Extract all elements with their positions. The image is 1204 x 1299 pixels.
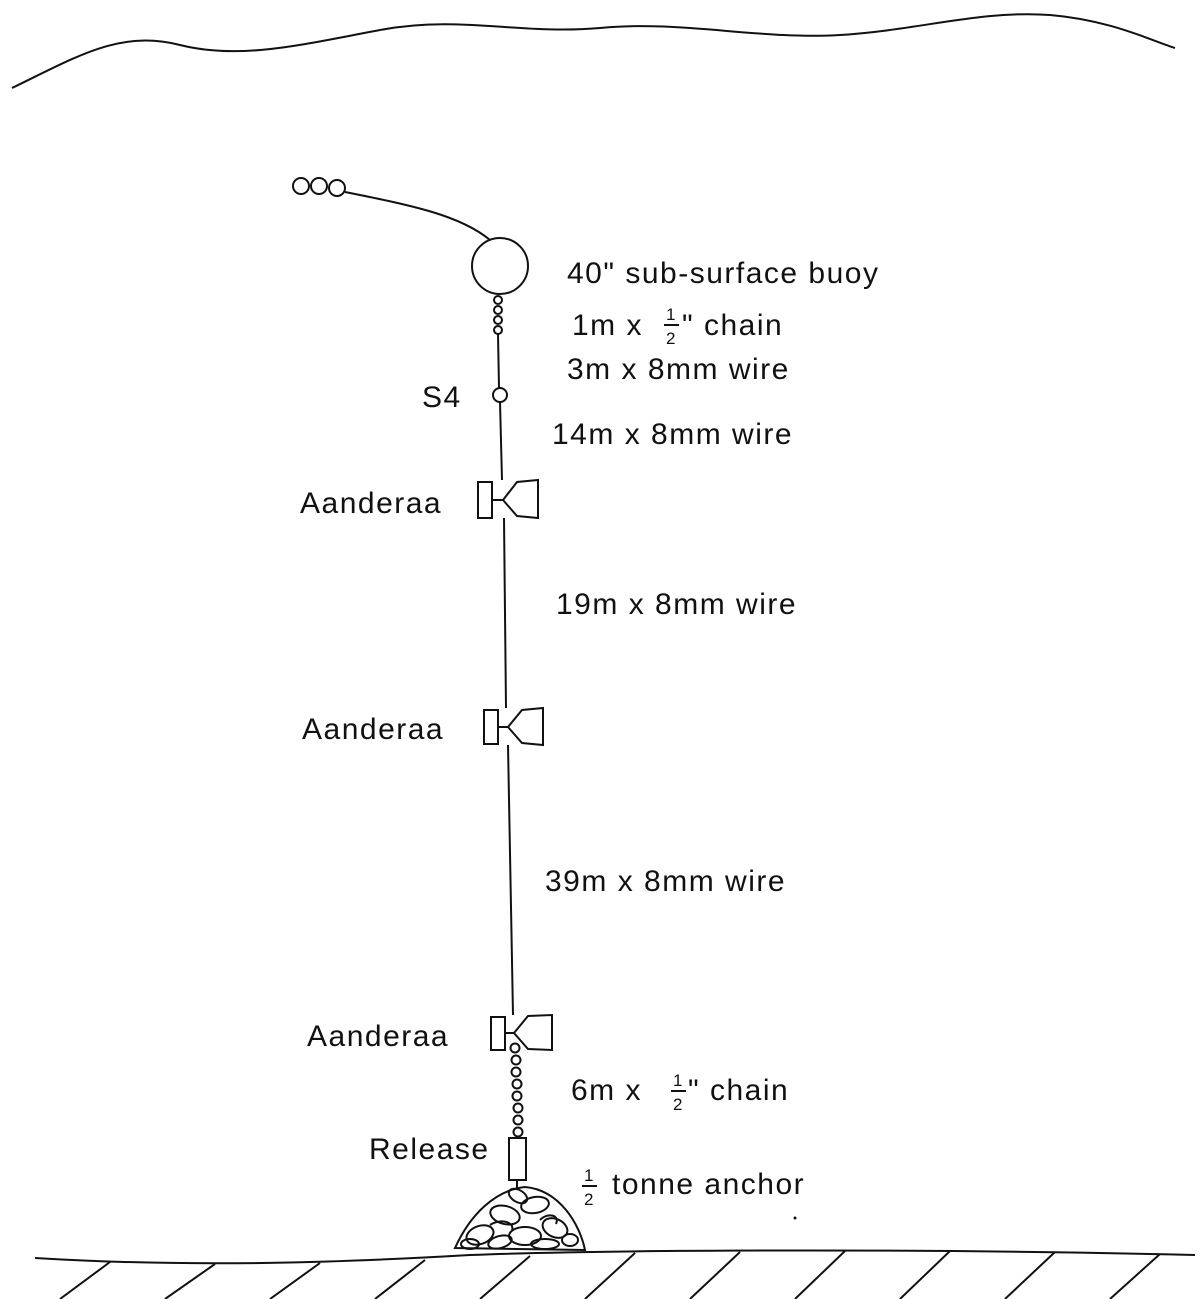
svg-text:1: 1 <box>666 305 675 324</box>
svg-text:1: 1 <box>584 1166 593 1185</box>
s4-label: S4 <box>422 381 462 414</box>
svg-text:" chain: " chain <box>688 1074 789 1107</box>
bottom-chain-label: 6m x 1 2 " chain <box>571 1071 789 1114</box>
wire-14m-label: 14m x 8mm wire <box>552 418 793 451</box>
aanderaa-current-meter-2 <box>483 706 544 747</box>
svg-text:" chain: " chain <box>682 309 783 342</box>
svg-text:tonne anchor: tonne anchor <box>612 1168 805 1201</box>
sub-surface-buoy <box>471 237 529 295</box>
top-chain <box>493 295 503 335</box>
sea-surface-wave <box>11 13 1176 89</box>
release-label: Release <box>369 1133 490 1166</box>
svg-text:1m x: 1m x <box>572 309 643 342</box>
bottom-chain <box>509 1042 524 1138</box>
aanderaa-1-label: Aanderaa <box>300 487 442 520</box>
wire-3m-label: 3m x 8mm wire <box>567 353 790 386</box>
s4-current-meter <box>492 387 508 403</box>
aanderaa-current-meter-3 <box>490 1013 553 1052</box>
svg-text:2: 2 <box>666 329 675 348</box>
svg-text:1: 1 <box>673 1071 682 1090</box>
seabed <box>34 1249 1196 1299</box>
top-chain-label: 1m x 1 2 " chain <box>572 305 783 348</box>
svg-text:6m x: 6m x <box>571 1074 642 1107</box>
svg-text:2: 2 <box>673 1095 682 1114</box>
aanderaa-2-label: Aanderaa <box>302 713 444 746</box>
pickup-floats <box>292 177 491 241</box>
aanderaa-current-meter-1 <box>477 478 539 520</box>
buoy-label: 40" sub-surface buoy <box>567 257 879 290</box>
anchor-chain-pile <box>453 1185 587 1252</box>
aanderaa-3-label: Aanderaa <box>307 1020 449 1053</box>
wire-19m-label: 19m x 8mm wire <box>556 588 797 621</box>
acoustic-release <box>508 1137 527 1181</box>
anchor-label: 1 2 tonne anchor <box>582 1166 805 1209</box>
wire-39m-label: 39m x 8mm wire <box>545 865 786 898</box>
svg-text:2: 2 <box>584 1190 593 1209</box>
mooring-wire <box>497 333 514 1016</box>
